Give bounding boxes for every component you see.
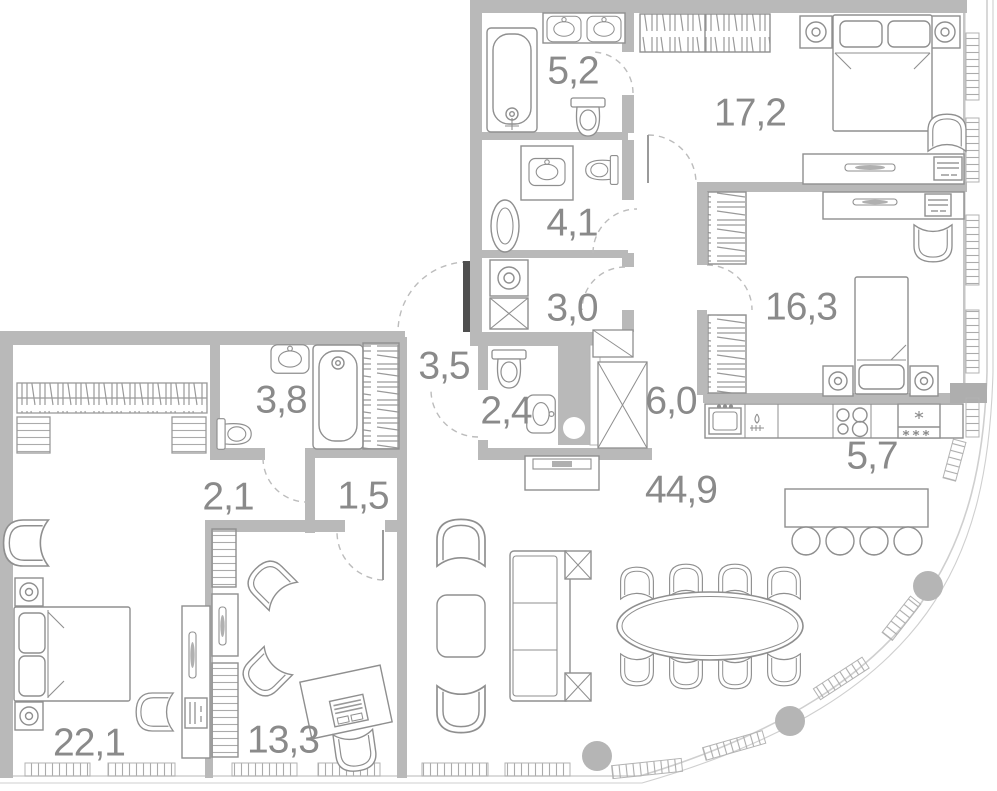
fridge (897, 403, 941, 439)
console (211, 593, 239, 657)
room-label-bedroom-left: 22,1 (53, 721, 126, 765)
room-label-bedroom-master: 17,2 (714, 91, 787, 135)
hall-wardrobe (16, 382, 208, 454)
dining-table (616, 591, 804, 661)
boiler-icon (754, 413, 760, 424)
room-label-wc-center: 2,4 (480, 389, 532, 433)
burner-icon (750, 425, 764, 431)
armchair-icon (240, 553, 299, 612)
armchair-icon (436, 518, 486, 568)
chair-icon (913, 224, 953, 263)
pillow (839, 20, 883, 48)
stove-burner (836, 408, 850, 422)
room-label-wc-left: 3,8 (255, 378, 307, 422)
washing-machine (489, 259, 529, 297)
chair-icon (620, 653, 654, 687)
room-label-bathroom-top: 5,2 (547, 49, 599, 93)
bathtub (486, 27, 538, 133)
room-label-storage: 6,0 (645, 379, 697, 423)
chair-icon (669, 656, 703, 690)
sink-icon (270, 344, 310, 374)
office-furniture (211, 528, 393, 758)
toilet-icon (491, 349, 527, 389)
frost-icon (902, 411, 930, 436)
bedroom-left-furniture (13, 577, 211, 759)
shoe-rack (16, 416, 51, 454)
toilet-icon (570, 97, 606, 137)
room-label-office: 13,3 (247, 718, 320, 762)
wardrobe (362, 342, 400, 450)
shelf (211, 662, 239, 758)
walls (0, 0, 987, 778)
structural-columns (582, 571, 943, 771)
chair-icon (718, 563, 752, 597)
chair-icon (669, 563, 703, 597)
pillow (858, 364, 905, 390)
chair-icon (927, 113, 967, 152)
storage-shafts (592, 329, 648, 449)
room-label-bathroom-mid: 4,1 (546, 201, 598, 245)
room-label-living-dining: 44,9 (645, 468, 718, 512)
door-swings (262, 51, 753, 581)
kitchen-counter (704, 403, 964, 439)
duct-pipe (563, 417, 585, 439)
nightstand (14, 701, 44, 731)
sink-icon (586, 15, 622, 43)
chair-icon (767, 653, 801, 687)
pillow (18, 612, 46, 654)
nightstand (822, 365, 854, 397)
toilet-icon (216, 418, 252, 450)
computer (184, 697, 208, 729)
chair-icon (767, 566, 801, 600)
dining-set (616, 563, 804, 690)
stove-burner (851, 420, 869, 438)
armchair-icon (2, 519, 50, 567)
wardrobe (707, 314, 747, 394)
sofa (509, 550, 571, 702)
coffee-table (436, 594, 486, 658)
room-label-laundry: 3,0 (546, 286, 598, 330)
pillow (18, 655, 46, 697)
entrance-door-leaf (463, 261, 470, 332)
bedroom-second-furniture (707, 191, 965, 397)
wc-left-fixtures (312, 342, 400, 450)
chair-icon (135, 692, 174, 732)
toilet-icon (585, 154, 619, 186)
nightstand (14, 577, 44, 607)
door-leaves (382, 135, 649, 580)
room-label-entry-hall: 3,5 (418, 344, 470, 388)
armchair-icon (235, 645, 294, 704)
living-furniture (436, 455, 600, 702)
room-label-bedroom-second: 16,3 (765, 285, 838, 329)
laundry-fixtures (489, 259, 529, 330)
wardrobe (707, 191, 747, 265)
sink-icon (528, 157, 566, 187)
pedestal-sink (490, 199, 520, 253)
pillow (887, 20, 931, 48)
nightstand (909, 365, 939, 397)
desk (181, 605, 211, 759)
nightstand (799, 15, 833, 49)
stove-burner (837, 423, 849, 435)
chair-icon (620, 566, 654, 600)
shoe-rack (171, 416, 207, 454)
bar-counter (784, 488, 929, 556)
room-label-closet: 1,5 (337, 474, 389, 518)
chair-icon (718, 656, 752, 690)
armchair-icon (436, 684, 486, 734)
sink-icon (546, 15, 582, 43)
room-label-hallway: 2,1 (202, 475, 254, 519)
bedroom-master-furniture (639, 13, 965, 185)
room-label-kitchen: 5,7 (846, 434, 898, 478)
tv (552, 461, 572, 467)
shelf (211, 528, 237, 588)
